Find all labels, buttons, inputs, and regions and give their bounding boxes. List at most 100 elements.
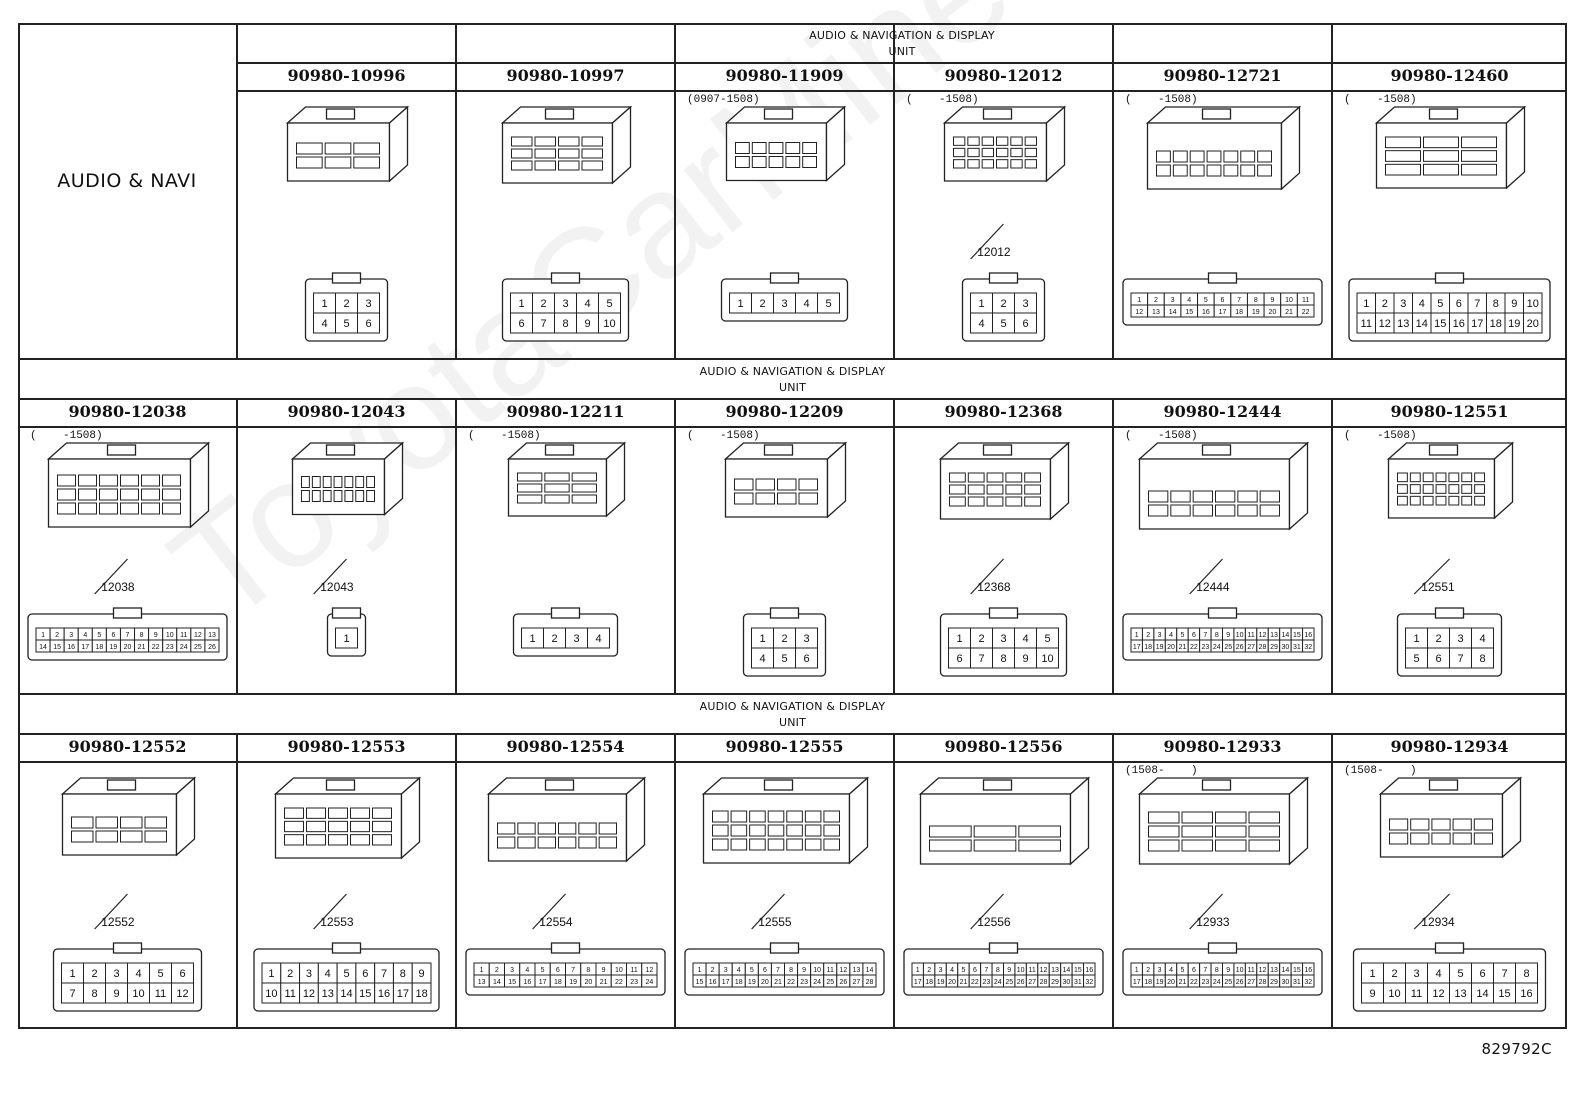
part-number: 90980-12552 (68, 737, 187, 756)
part-number: 90980-10997 (506, 66, 625, 85)
pin-number: 16 (1085, 967, 1093, 974)
pin-number: 16 (1520, 988, 1532, 1000)
pin-number: 4 (1169, 632, 1173, 639)
pin-number: 8 (1479, 653, 1485, 665)
column-line (893, 734, 895, 1029)
pin-number: 13 (1270, 967, 1278, 974)
pin-number: 1 (1137, 297, 1141, 304)
pin-number: 16 (709, 979, 717, 986)
pin-number: 12 (645, 967, 653, 974)
pin-number: 15 (1074, 967, 1082, 974)
part-number: 90980-12211 (506, 402, 625, 421)
pin-number: 26 (1236, 644, 1244, 651)
pin-number: 13 (1270, 632, 1278, 639)
pin-number: 6 (518, 318, 524, 330)
pin-number: 7 (1457, 653, 1463, 665)
column-line (1331, 399, 1333, 694)
pin-number: 4 (325, 968, 331, 980)
part-number: 90980-12209 (725, 402, 844, 421)
connector-3d-icon (942, 105, 1067, 183)
date-range: ( -1508) (30, 430, 103, 442)
column-line (455, 399, 457, 694)
pin-number: 3 (781, 298, 787, 310)
part-number: 90980-12554 (506, 737, 625, 756)
pin-number: 6 (1192, 632, 1196, 639)
pin-number: 15 (1293, 967, 1301, 974)
pin-number: 11 (1028, 967, 1035, 974)
pin-number: 7 (1237, 297, 1241, 304)
pin-number: 5 (97, 632, 101, 639)
pin-number: 24 (1213, 979, 1221, 986)
pin-number: 10 (1017, 967, 1025, 974)
pin-number: 3 (724, 967, 728, 974)
pin-number: 13 (208, 632, 216, 639)
pin-number: 12 (1432, 988, 1444, 1000)
pin-number: 4 (803, 298, 809, 310)
pin-number: 1 (518, 298, 524, 310)
pin-number: 7 (126, 632, 130, 639)
pin-number: 23 (800, 979, 808, 986)
pin-number: 21 (1179, 644, 1187, 651)
pin-number: 8 (562, 318, 568, 330)
pin-number: 10 (813, 967, 821, 974)
pin-number: 8 (586, 967, 590, 974)
pin-number: 3 (306, 968, 312, 980)
pin-number: 5 (541, 967, 545, 974)
pin-number: 19 (748, 979, 756, 986)
pin-number: 3 (69, 632, 73, 639)
connector-3d-icon (1378, 776, 1523, 859)
pin-number: 3 (1000, 633, 1006, 645)
part-number: 90980-12934 (1390, 737, 1509, 756)
connector-drawing: 1 (290, 441, 405, 657)
connector-table (18, 23, 1567, 1029)
pin-number: 5 (1413, 653, 1419, 665)
date-range: ( -1508) (1344, 94, 1417, 106)
date-range: (1508- ) (1344, 765, 1417, 777)
pin-number: 9 (1270, 297, 1274, 304)
part-number-line (18, 426, 1567, 428)
pin-number: 10 (1041, 653, 1053, 665)
part-number: 90980-12043 (287, 402, 406, 421)
pin-number: 2 (1391, 968, 1397, 980)
pin-number: 1 (1413, 633, 1419, 645)
pin-number: 20 (1167, 979, 1175, 986)
pin-number: 2 (978, 633, 984, 645)
date-range: ( -1508) (1125, 94, 1198, 106)
leader-line (970, 558, 1004, 595)
pin-number: 23 (166, 644, 174, 651)
pin-number: 6 (1221, 297, 1225, 304)
connector-3d-icon (60, 776, 197, 857)
pin-number: 6 (1456, 298, 1462, 310)
pin-number: 1 (1135, 632, 1139, 639)
pin-number: 12 (176, 988, 188, 1000)
pin-number: 1 (480, 967, 484, 974)
pin-number: 11 (1247, 632, 1254, 639)
pin-number: 16 (1304, 967, 1312, 974)
pin-number: 4 (1479, 633, 1485, 645)
pin-number: 17 (397, 988, 409, 1000)
pin-number: 7 (1501, 968, 1507, 980)
pin-number: 9 (1007, 967, 1011, 974)
pin-number: 9 (419, 968, 425, 980)
pin-number: 15 (1434, 318, 1446, 330)
pin-number: 9 (1226, 632, 1230, 639)
pin-number: 3 (1400, 298, 1406, 310)
date-range: ( -1508) (1344, 430, 1417, 442)
pin-number: 4 (321, 318, 327, 330)
pin-number: 4 (1169, 967, 1173, 974)
band-line (18, 398, 1567, 400)
pin-number: 13 (1397, 318, 1409, 330)
